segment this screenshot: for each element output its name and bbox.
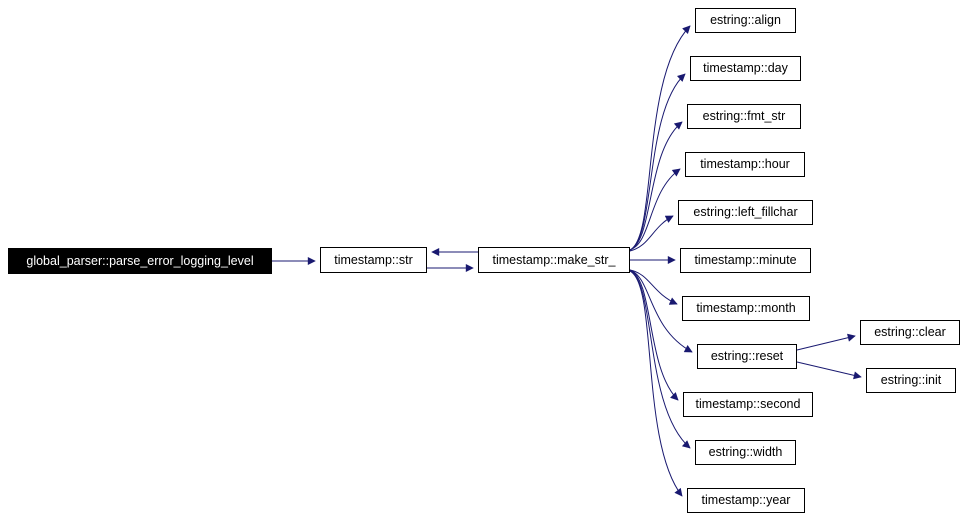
edge-makestr-to-second (629, 269, 679, 401)
edge-makestr-to-day (629, 73, 686, 251)
edge-makestr-to-leftfillchar (629, 215, 674, 252)
edge-reset-to-clear (796, 333, 856, 351)
edge-makestr-to-hour (629, 168, 681, 251)
edge-makestr-to-month (629, 269, 678, 305)
node-timestamp-year[interactable]: timestamp::year (687, 488, 805, 513)
node-timestamp-second[interactable]: timestamp::second (683, 392, 813, 417)
node-estring-left-fillchar[interactable]: estring::left_fillchar (678, 200, 813, 225)
node-global-parser-parse-error-logging-level: global_parser::parse_error_logging_level (8, 248, 272, 274)
edge-makestr-to-align (629, 25, 691, 251)
node-timestamp-month[interactable]: timestamp::month (682, 296, 810, 321)
edge-makestr-to-year (629, 270, 683, 497)
edge-makestr-to-reset (629, 269, 693, 353)
node-timestamp-str[interactable]: timestamp::str (320, 247, 427, 273)
node-timestamp-minute[interactable]: timestamp::minute (680, 248, 811, 273)
node-estring-clear[interactable]: estring::clear (860, 320, 960, 345)
edge-makestr-to-fmtstr (629, 121, 683, 251)
node-estring-fmt-str[interactable]: estring::fmt_str (687, 104, 801, 129)
node-timestamp-day[interactable]: timestamp::day (690, 56, 801, 81)
node-estring-align[interactable]: estring::align (695, 8, 796, 33)
node-timestamp-hour[interactable]: timestamp::hour (685, 152, 805, 177)
node-estring-reset[interactable]: estring::reset (697, 344, 797, 369)
node-timestamp-make-str[interactable]: timestamp::make_str_ (478, 247, 630, 273)
edge-makestr-to-width (629, 270, 691, 449)
edge-reset-to-init (796, 361, 862, 380)
node-estring-init[interactable]: estring::init (866, 368, 956, 393)
node-estring-width[interactable]: estring::width (695, 440, 796, 465)
